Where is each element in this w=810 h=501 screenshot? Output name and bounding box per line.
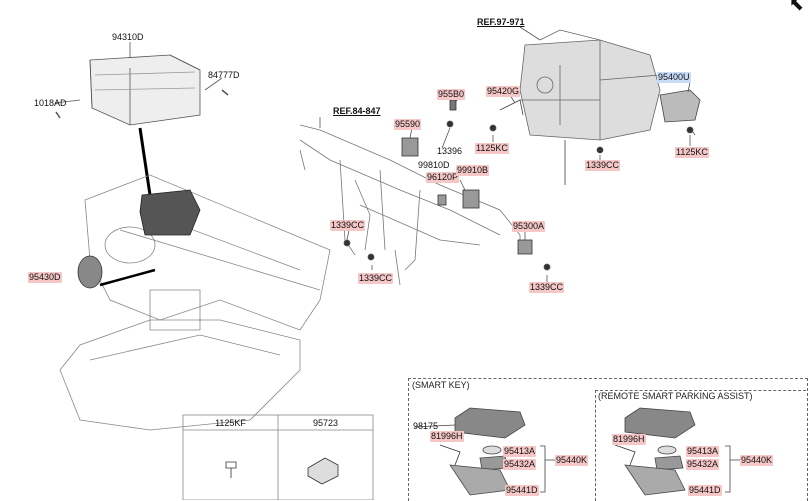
part-label-1339CC-a[interactable]: 1339CC [585, 160, 621, 171]
part-label-95400U[interactable]: 95400U [657, 72, 691, 83]
part-label-95440K-rspa[interactable]: 95440K [740, 455, 774, 466]
amplifier-unit-94310D [89, 54, 201, 126]
rspa-box [595, 390, 806, 501]
smart-key-title: (SMART KEY) [412, 380, 470, 390]
part-label-94310D[interactable]: 94310D [112, 32, 144, 42]
fastener-table [182, 414, 374, 500]
part-label-95413A-sk[interactable]: 95413A [503, 446, 537, 457]
table-header-1125KF[interactable]: 1125KF [215, 418, 246, 428]
part-label-95430D[interactable]: 95430D [28, 272, 62, 283]
part-label-81996H-sk[interactable]: 81996H [430, 431, 464, 442]
rspa-title: (REMOTE SMART PARKING ASSIST) [598, 391, 753, 401]
navigation-arrow-icon[interactable]: ⬉ [788, 0, 804, 14]
part-label-84777D[interactable]: 84777D [208, 70, 240, 80]
part-label-95441D-sk[interactable]: 95441D [505, 485, 539, 496]
part-label-95590[interactable]: 95590 [394, 119, 422, 130]
key-options-box [408, 378, 808, 501]
part-label-1125KC-b[interactable]: 1125KC [675, 147, 709, 158]
part-label-95441D-rspa[interactable]: 95441D [688, 485, 722, 496]
part-label-95300A[interactable]: 95300A [512, 221, 546, 232]
part-label-99810D[interactable]: 99810D [418, 160, 450, 170]
ref-label-97-971[interactable]: REF.97-971 [477, 17, 525, 27]
part-label-1339CC-d[interactable]: 1339CC [529, 282, 565, 293]
part-label-95432A-rspa[interactable]: 95432A [686, 459, 720, 470]
part-label-98175[interactable]: 98175 [413, 421, 439, 431]
part-label-96120P[interactable]: 96120P [426, 172, 460, 183]
part-label-95413A-rspa[interactable]: 95413A [686, 446, 720, 457]
part-label-95440K-sk[interactable]: 95440K [555, 455, 589, 466]
part-label-95432A-sk[interactable]: 95432A [503, 459, 537, 470]
hvac-module [519, 29, 661, 141]
table-header-95723[interactable]: 95723 [312, 418, 339, 428]
part-label-95420G[interactable]: 95420G [486, 86, 521, 97]
part-label-1339CC-b[interactable]: 1339CC [330, 220, 366, 231]
part-label-955B0[interactable]: 955B0 [437, 89, 466, 100]
cowl-crossmember [299, 124, 521, 286]
part-label-1339CC-c[interactable]: 1339CC [358, 273, 394, 284]
part-label-1125KC-a[interactable]: 1125KC [475, 143, 509, 154]
part-label-99910B[interactable]: 99910B [456, 165, 490, 176]
ref-label-84-847[interactable]: REF.84-847 [333, 106, 381, 116]
part-label-13396[interactable]: 13396 [437, 146, 463, 156]
part-label-1018AD[interactable]: 1018AD [34, 98, 67, 108]
part-label-81996H-rspa[interactable]: 81996H [612, 434, 646, 445]
